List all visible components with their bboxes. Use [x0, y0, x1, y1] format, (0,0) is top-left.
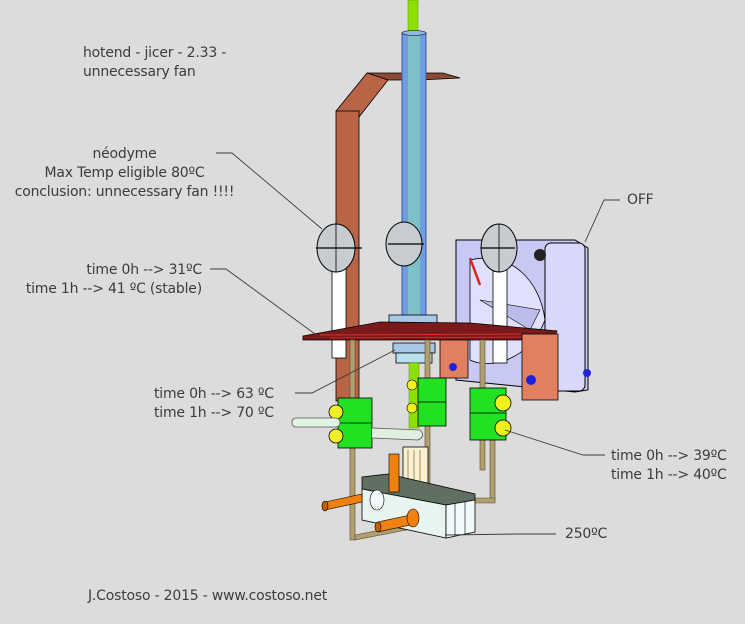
filament-lower [408, 362, 420, 429]
heater-block-annotation: 250ºC [565, 525, 607, 544]
terminal-block-right [469, 387, 512, 441]
leader-lines [210, 152, 620, 536]
magnet-center [385, 221, 424, 267]
leader-magnet [216, 152, 323, 230]
terminal-block-center [406, 377, 447, 427]
leader-barrel [295, 349, 396, 394]
title-line2: unnecessary fan [83, 64, 196, 80]
leader-plate [210, 268, 316, 335]
heater-cartridges [321, 453, 420, 533]
plate-line1: time 0h --> 31ºC [86, 262, 202, 278]
credit-text: J.Costoso - 2015 - www.costoso.net [88, 588, 328, 604]
ptfe-tube [401, 30, 427, 334]
magnet-annotation: néodyme Max Temp eligible 80ºC conclusio… [14, 145, 235, 202]
magnet-line2: Max Temp eligible 80ºC [44, 165, 205, 181]
fan-line1: OFF [627, 192, 654, 208]
terminal-block-left [328, 397, 373, 449]
magnet-line3: conclusion: unnecessary fan !!!! [14, 184, 235, 200]
barrel-annotation: time 0h --> 63 ºC time 1h --> 70 ºC [154, 385, 274, 423]
title-line1: hotend - jicer - 2.33 - [83, 45, 227, 61]
leader-heater [444, 533, 556, 536]
footer-credit: J.Costoso - 2015 - www.costoso.net [88, 587, 327, 606]
leader-fan [584, 199, 620, 243]
filament-top [407, 0, 419, 36]
magnet-line1: néodyme [92, 146, 157, 162]
terminal-line1: time 0h --> 39ºC [611, 448, 727, 464]
terminal-line2: time 1h --> 40ºC [611, 467, 727, 483]
fan-annotation: OFF [627, 191, 654, 210]
leader-terminal [504, 429, 605, 456]
plate-line2: time 1h --> 41 ºC (stable) [25, 281, 202, 297]
barrel-line2: time 1h --> 70 ºC [154, 405, 274, 421]
barrel-line1: time 0h --> 63 ºC [154, 386, 274, 402]
copper-side-plates [439, 333, 559, 401]
heater-line1: 250ºC [565, 526, 608, 542]
terminal-annotation: time 0h --> 39ºC time 1h --> 40ºC [611, 447, 727, 485]
pcb-plate [302, 321, 558, 341]
heater-block [361, 473, 476, 539]
title-label: hotend - jicer - 2.33 - unnecessary fan [83, 44, 226, 82]
plate-annotation: time 0h --> 31ºC time 1h --> 41 ºC (stab… [10, 261, 202, 299]
